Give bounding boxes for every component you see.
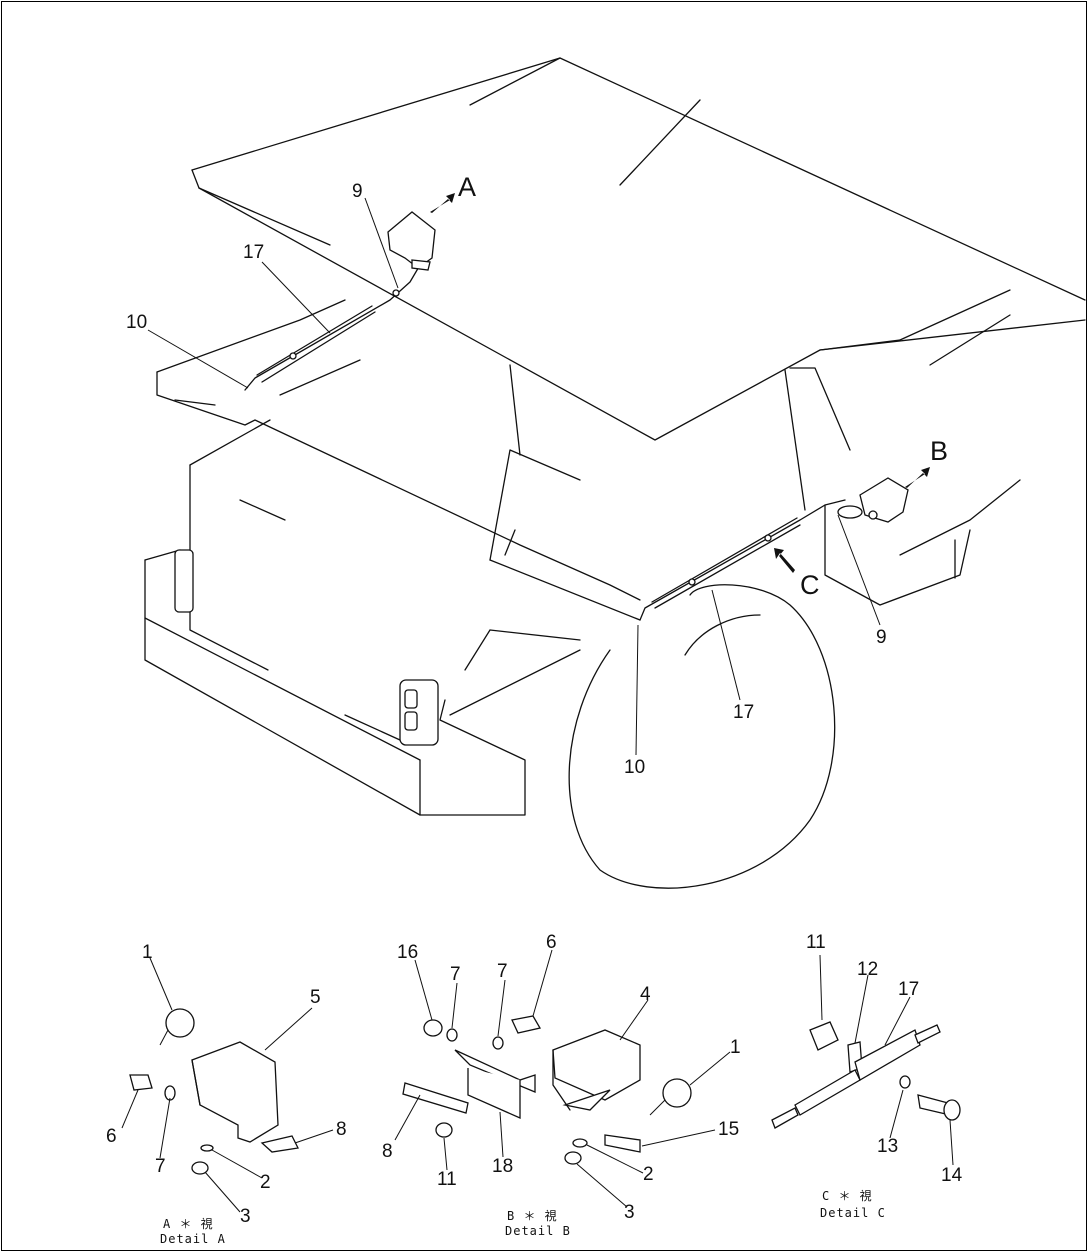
detail-c-callout-13: 13 [877, 1136, 899, 1157]
detail-b-caption-jp: B ＊ 視 [507, 1209, 558, 1223]
detail-a-drawing [121, 957, 334, 1213]
detail-b-callout-11: 11 [437, 1169, 457, 1190]
callout-17-left: 17 [243, 242, 265, 263]
cab-structure [449, 364, 851, 716]
canopy-roof [191, 57, 1086, 441]
view-label-c: C [800, 570, 820, 600]
detail-a-callout-1: 1 [142, 942, 153, 963]
side-tank [824, 479, 1021, 606]
detail-a-callout-6: 6 [106, 1126, 117, 1147]
detail-a-callout-5: 5 [310, 987, 321, 1008]
detail-c-callout-14: 14 [941, 1165, 963, 1186]
detail-a-callout-3: 3 [240, 1206, 251, 1227]
detail-a-caption-jp: A ＊ 視 [163, 1217, 214, 1231]
detail-b-callout-6: 6 [546, 932, 557, 953]
rear-wheel [568, 584, 836, 889]
callout-10-right: 10 [624, 757, 646, 778]
callout-9-right: 9 [876, 627, 887, 648]
detail-b-callout-1: 1 [730, 1037, 741, 1058]
callout-17-right: 17 [733, 702, 755, 723]
mirror-assembly-right [639, 477, 909, 621]
detail-b-drawing [394, 949, 731, 1208]
detail-c-caption: Detail C [820, 1206, 886, 1220]
detail-a-callout-7: 7 [155, 1156, 166, 1177]
detail-b-callout-8: 8 [382, 1141, 393, 1162]
detail-b-callout-7b: 7 [497, 961, 508, 982]
detail-b-caption: Detail B [505, 1224, 571, 1238]
detail-c-drawing [771, 954, 961, 1166]
detail-b-callout-16: 16 [397, 942, 419, 963]
view-label-b: B [930, 436, 949, 466]
detail-b-callout-4: 4 [640, 984, 651, 1005]
detail-b-callout-7a: 7 [450, 964, 461, 985]
detail-b-callout-15: 15 [718, 1119, 740, 1140]
detail-c-callout-11: 11 [806, 932, 826, 953]
detail-c-callout-12: 12 [857, 959, 879, 980]
main-leaders [147, 197, 881, 756]
detail-a-callout-8: 8 [336, 1119, 347, 1140]
detail-c-callout-17: 17 [898, 979, 920, 1000]
view-arrows [430, 193, 930, 573]
view-label-a: A [458, 172, 477, 202]
detail-b-callout-18: 18 [492, 1156, 514, 1177]
mirror-assembly-left [244, 211, 436, 391]
detail-b-callout-3: 3 [624, 1202, 635, 1223]
callout-9-left: 9 [352, 181, 363, 202]
hood-body [144, 299, 641, 816]
detail-a-caption: Detail A [160, 1232, 226, 1246]
detail-a-callout-2: 2 [260, 1172, 271, 1193]
detail-b-callout-2: 2 [643, 1164, 654, 1185]
callout-10-left: 10 [126, 312, 148, 333]
detail-c-caption-jp: C ＊ 視 [822, 1189, 873, 1203]
